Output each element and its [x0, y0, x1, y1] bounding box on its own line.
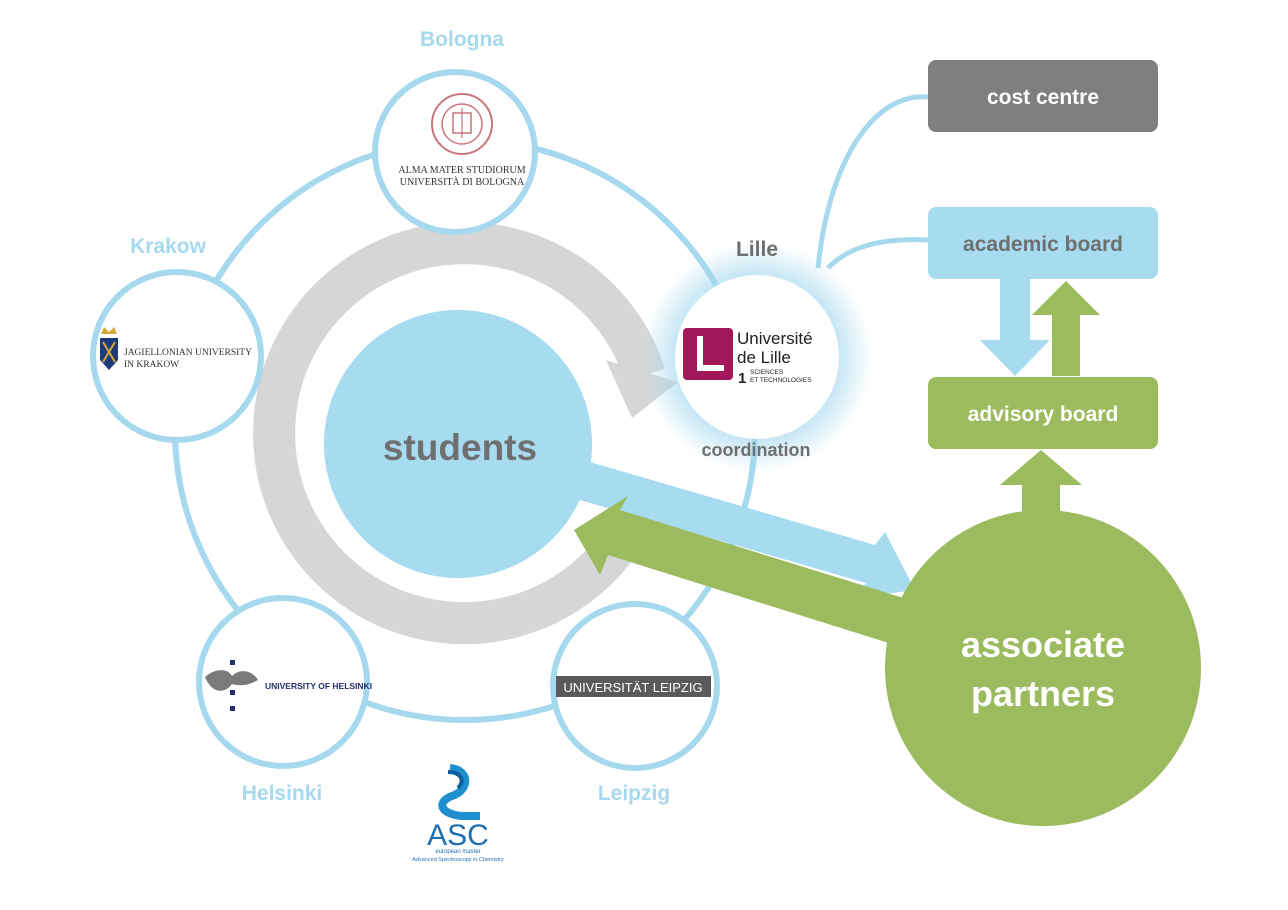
arrow-to-students [574, 496, 910, 645]
krakow-circle [90, 269, 264, 443]
arrow-academic-to-advisory [980, 279, 1050, 376]
cost-centre-label: cost centre [987, 86, 1099, 109]
cycle-arrow-head [606, 360, 678, 418]
helsinki-logo-text: UNIVERSITY OF HELSINKI [265, 681, 372, 691]
arrow-partners-to-advisory [1000, 450, 1082, 520]
city-bologna: Bologna [420, 28, 504, 51]
arrow-advisory-to-academic [1032, 281, 1100, 376]
lille-logo-line2: de Lille [737, 348, 791, 367]
associate-partners-line1: associate [961, 624, 1125, 665]
leipzig-logo-box [556, 676, 711, 697]
bologna-logo-line2: UNIVERSITÀ DI BOLOGNA [400, 176, 525, 188]
lille-logo-line1: Université [737, 329, 813, 348]
lille-circle [675, 275, 839, 439]
lille-logo-line3: SCIENCES [750, 369, 784, 376]
students-label: students [383, 427, 537, 468]
krakow-logo-line1: JAGIELLONIAN UNIVERSITY [124, 348, 252, 358]
krakow-crest-icon [100, 327, 118, 370]
academic-board-box [928, 207, 1158, 279]
students-circle [324, 310, 592, 578]
cost-centre-box [928, 60, 1158, 132]
academic-board-label: academic board [963, 233, 1123, 256]
lille-logo-line4: ET TECHNOLOGIES [750, 377, 812, 384]
helsinki-flame-icon [205, 660, 258, 711]
coordination-label: coordination [702, 440, 811, 460]
lille-logo-icon [683, 328, 733, 380]
advisory-board-label: advisory board [968, 403, 1119, 426]
leipzig-logo-text: UNIVERSITÄT LEIPZIG [563, 680, 702, 695]
city-krakow: Krakow [130, 235, 207, 258]
cycle-arrow [253, 222, 665, 645]
asc-logo-text: ASC [427, 819, 489, 852]
city-helsinki: Helsinki [242, 782, 323, 805]
lille-logo-number: 1 [738, 370, 746, 387]
connector-academic-board [826, 237, 929, 270]
city-lille: Lille [736, 238, 778, 261]
asc-logo-sub2: Advanced Spectroscopy in Chemistry [412, 857, 504, 863]
helsinki-circle [196, 595, 370, 769]
krakow-logo-line2: IN KRAKOW [124, 360, 179, 370]
asc-logo-sub1: european master [435, 849, 480, 855]
bologna-circle [372, 69, 538, 235]
city-leipzig: Leipzig [598, 782, 670, 805]
associate-partners-circle [885, 510, 1201, 826]
associate-partners-line2: partners [971, 673, 1115, 714]
bologna-logo-line1: ALMA MATER STUDIORUM [398, 165, 525, 176]
connector-cost-centre [815, 94, 929, 269]
arrow-to-partners [580, 462, 915, 598]
advisory-board-box [928, 377, 1158, 449]
asc-logo-icon [438, 764, 480, 820]
bologna-seal-icon [431, 93, 493, 155]
